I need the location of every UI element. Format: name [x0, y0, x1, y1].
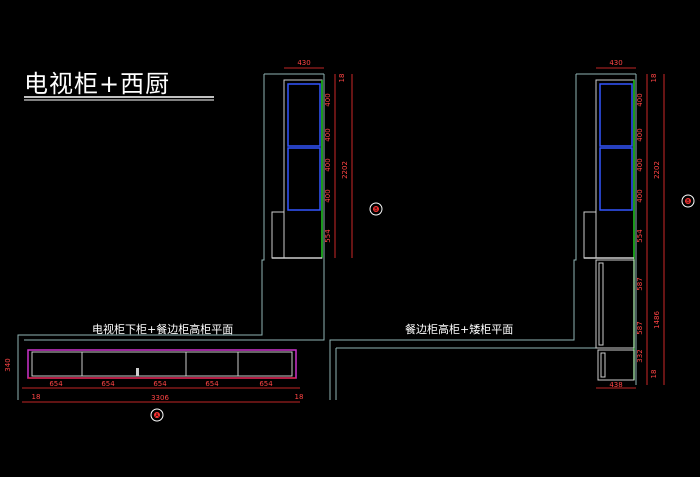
- right-low-cabinet-door: [598, 262, 604, 346]
- right-elevation-label: B: [686, 199, 690, 205]
- bottom-dim-right-edge: 18: [295, 393, 304, 401]
- right-vdim-seg-1: 18: [650, 74, 658, 83]
- bottom-dim-left-edge: 18: [32, 393, 41, 401]
- left-tall-cabinet-lower: [271, 211, 285, 259]
- right-bottom-dim-text: 438: [609, 381, 622, 389]
- left-plan: 430 18 400 400 400 400 554 2202 B 340 65…: [4, 59, 383, 422]
- bottom-dim-1: 654: [49, 380, 63, 388]
- right-plan-caption: 餐边柜高柜+矮柜平面: [405, 323, 514, 336]
- right-plan: 430 18 400 400 400 400 554 2202 587 587 …: [329, 59, 695, 400]
- left-vdim-seg-4: 400: [324, 158, 332, 171]
- right-vdim-seg-5: 400: [636, 189, 644, 202]
- bottom-dim-total: 3306: [151, 394, 169, 402]
- right-low-cabinet: [595, 259, 635, 349]
- section-marker-a: [150, 408, 164, 422]
- left-vdim-seg-6: 554: [324, 229, 332, 243]
- left-elevation-label: B: [374, 207, 378, 213]
- right-vdim-lower-1: 587: [636, 277, 644, 290]
- right-tall-shelf-2: [599, 147, 633, 211]
- left-vdim-seg-5: 400: [324, 189, 332, 202]
- right-wall-outline: [329, 74, 577, 400]
- left-vdim-seg-2: 400: [324, 93, 332, 106]
- base-cabinet-inner: [31, 351, 293, 377]
- right-low-base-inner: [600, 352, 606, 378]
- right-vdim-seg-6: 554: [636, 229, 644, 243]
- bottom-dim-5: 654: [259, 380, 273, 388]
- right-low-base: [597, 349, 635, 381]
- right-vdim-total-lower: 1486: [653, 311, 661, 329]
- right-elevation-marker: [681, 194, 695, 208]
- right-vdim-lower-2: 587: [636, 321, 644, 334]
- right-top-dim-text: 430: [609, 59, 622, 67]
- left-depth-dim: 340: [4, 358, 12, 371]
- left-plan-caption: 电视柜下柜+餐边柜高柜平面: [92, 323, 234, 336]
- base-handle: [136, 368, 139, 376]
- right-tall-cabinet-lower: [583, 211, 597, 259]
- right-vdim-seg-3: 400: [636, 128, 644, 141]
- right-vdim-lower-3: 332: [636, 349, 644, 362]
- left-elevation-marker: [369, 202, 383, 216]
- left-vdim-seg-1: 18: [338, 74, 346, 83]
- left-tall-cabinet-outer: [283, 79, 323, 259]
- right-vdim-lower-4: 18: [650, 370, 658, 379]
- section-marker-a-label: A: [155, 413, 159, 419]
- drawing-title: 电视柜+西厨: [24, 70, 171, 98]
- right-vdim-seg-4: 400: [636, 158, 644, 171]
- left-vdim-total: 2202: [341, 161, 349, 179]
- right-vdim-seg-2: 400: [636, 93, 644, 106]
- left-tall-cabinet-shelf-2: [287, 147, 321, 211]
- bottom-dim-4: 654: [205, 380, 219, 388]
- left-wall-outline: [17, 74, 265, 400]
- left-wall-inner: [24, 74, 325, 341]
- right-tall-shelf-1: [599, 83, 633, 147]
- left-vdim-seg-3: 400: [324, 128, 332, 141]
- left-top-dim-text: 430: [297, 59, 310, 67]
- right-tall-cabinet-outer: [595, 79, 635, 259]
- right-vdim-total-upper: 2202: [653, 161, 661, 179]
- left-tall-cabinet-shelf-1: [287, 83, 321, 147]
- bottom-dim-2: 654: [101, 380, 115, 388]
- title-underline: [24, 96, 214, 101]
- base-cabinet-outer: [27, 349, 297, 379]
- bottom-dim-3: 654: [153, 380, 167, 388]
